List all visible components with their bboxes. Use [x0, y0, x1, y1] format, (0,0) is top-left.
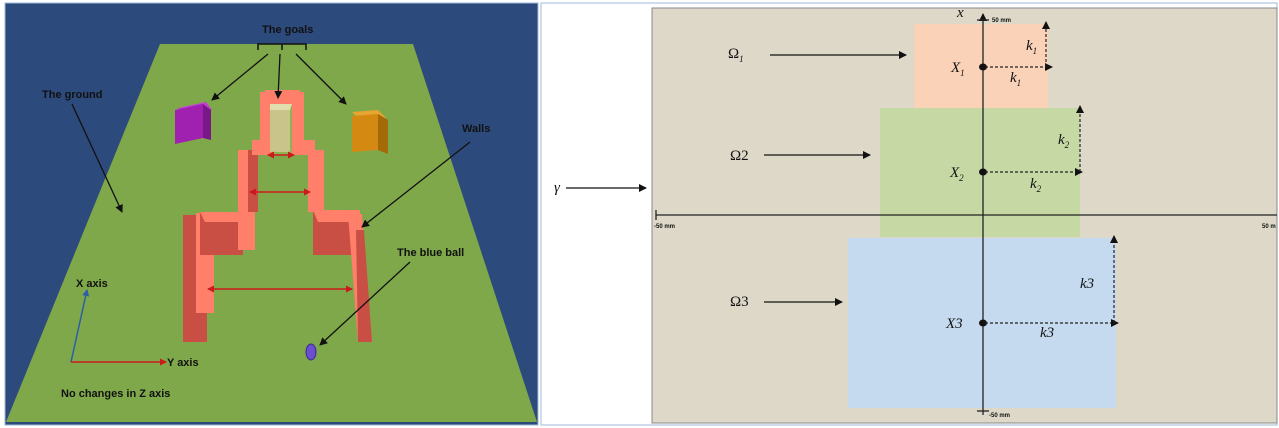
walls-arrow: [361, 141, 471, 228]
center-x3-label: X3: [945, 316, 963, 332]
walls-label: Walls: [462, 123, 490, 135]
ball-label: The blue ball: [397, 247, 464, 259]
wall-left-upper: [260, 92, 272, 155]
right-panel-domain-diagram: x 50 mm -50 mm -50 mm 50 m γ Ω1 Ω2 Ω3 X1…: [540, 2, 1278, 426]
wall-right-step: [313, 212, 355, 255]
wall-top-cap: [265, 90, 300, 105]
center-x3-point: [979, 319, 987, 327]
x-axis-arrow: [70, 289, 90, 363]
wall-right-lower: [356, 230, 372, 342]
k1-vertical-subscript: 1: [1033, 46, 1038, 56]
wall-right-upper: [292, 92, 304, 155]
k2-vertical-label: k2: [1058, 132, 1070, 150]
center-x1-point: [979, 63, 987, 71]
goals-arrow-center: [274, 53, 283, 99]
center-x1-symbol: X: [950, 60, 961, 76]
k1-vertical-symbol: k: [1026, 38, 1033, 54]
k1-vertical-label: k1: [1026, 38, 1037, 56]
goals-arrow-left: [211, 53, 269, 101]
wall-left-middle-side: [248, 150, 258, 212]
omega-2-label: Ω2: [730, 148, 749, 164]
k1-horizontal-label: k1: [1010, 70, 1021, 88]
bottom-tick-label: -50 mm: [989, 413, 1010, 419]
x-axis-label: X axis: [76, 278, 108, 290]
right-tick-label: 50 m: [1262, 224, 1276, 230]
goals: [175, 102, 388, 154]
top-tick-label: 50 mm: [992, 18, 1011, 24]
ball-arrow: [319, 261, 411, 346]
k2-horizontal-symbol: k: [1030, 176, 1037, 192]
wall-left-step-top: [200, 212, 248, 222]
k2-vertical-symbol: k: [1058, 132, 1065, 148]
goal-left-side: [203, 104, 211, 140]
goal-left-box: [175, 104, 203, 144]
center-x1-label: X1: [950, 60, 965, 78]
left-tick-label: -50 mm: [654, 224, 675, 230]
center-x2-point: [979, 168, 987, 176]
center-x2-label: X2: [949, 165, 964, 183]
goal-right-side: [378, 114, 388, 154]
ground-arrow: [71, 103, 123, 213]
wall-right-step-top: [313, 210, 360, 222]
wall-right-middle: [308, 150, 324, 212]
center-x1-subscript: 1: [960, 68, 965, 78]
center-x2-symbol: X: [949, 165, 960, 181]
wall-left-upper-side: [252, 140, 272, 155]
blue-ball: [305, 343, 317, 361]
center-x2-subscript: 2: [959, 173, 964, 183]
k1-horizontal-symbol: k: [1010, 70, 1017, 86]
omega-1-label: Ω1: [728, 46, 744, 64]
goal-right-box: [352, 114, 378, 152]
k3-horizontal-label: k3: [1040, 325, 1054, 341]
k2-vertical-subscript: 2: [1065, 140, 1070, 150]
goals-label: The goals: [262, 24, 313, 36]
goal-center-box: [270, 108, 290, 152]
goals-brace: [257, 43, 307, 50]
k1-horizontal-subscript: 1: [1017, 78, 1022, 88]
k2-horizontal-label: k2: [1030, 176, 1042, 194]
omega-1-symbol: Ω: [728, 46, 739, 62]
ground-label: The ground: [42, 89, 103, 101]
gamma-label: γ: [554, 180, 561, 196]
omega-1-subscript: 1: [739, 54, 744, 64]
goal-center-top: [270, 104, 292, 110]
x-axis-name: x: [956, 5, 964, 21]
wall-left-step: [200, 212, 243, 255]
goals-arrow-right: [295, 53, 347, 105]
ground-plane: [6, 44, 537, 422]
z-axis-note: No changes in Z axis: [61, 388, 170, 400]
left-panel-3d-scene: The goals The ground Walls The blue ball…: [4, 2, 539, 426]
k3-vertical-label: k3: [1080, 276, 1094, 292]
walls: [183, 90, 372, 342]
k2-horizontal-subscript: 2: [1037, 184, 1042, 194]
y-axis-label: Y axis: [167, 357, 199, 369]
omega-3-label: Ω3: [730, 294, 749, 310]
